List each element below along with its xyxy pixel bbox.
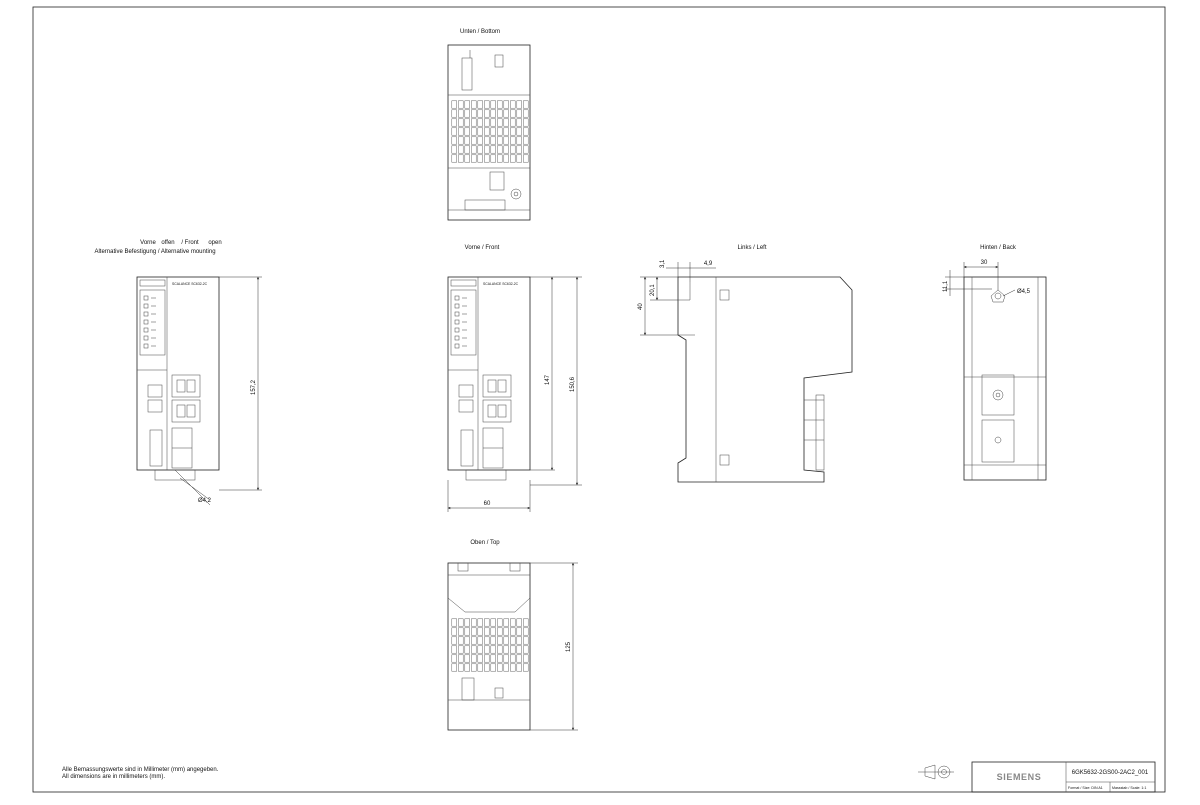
note-en: All dimensions are in millimeters (mm). (62, 774, 165, 780)
back-view: Hinten / Back 30 11,1 Ø4,5 (943, 245, 1047, 481)
back-housing (963, 276, 1047, 481)
top-view-title: Oben / Top (470, 540, 500, 546)
front-leds (454, 295, 467, 349)
bottom-vent-grid (451, 100, 529, 163)
left-dim-b: 4,9 (704, 261, 713, 267)
siemens-logo: SIEMENS (997, 772, 1042, 782)
bottom-view-title: Unten / Bottom (460, 29, 500, 35)
front-open-title-line1-d: open (208, 240, 221, 246)
left-dim-c: 20,1 (650, 284, 656, 296)
front-inner-height-dim: 147 (545, 374, 551, 385)
front-open-view: Vorne offen / Front open Alternative Bef… (94, 240, 262, 506)
front-open-title-line2: Alternative Befestigung / Alternative mo… (94, 249, 215, 255)
top-depth-dim: 125 (566, 641, 572, 652)
projection-symbol (918, 764, 954, 780)
front-view-title: Vorne / Front (465, 245, 500, 251)
left-view-title: Links / Left (737, 245, 766, 251)
front-housing (447, 276, 531, 471)
scale-label: Massstab / Scale: 1:1 (1112, 786, 1146, 790)
front-open-housing (136, 276, 220, 471)
front-width-dim: 60 (484, 501, 491, 507)
title-block: SIEMENS 6GK5632-2GS00-2AC2_001 Format / … (971, 761, 1156, 793)
front-open-hole-dim: Ø4,2 (198, 498, 212, 504)
note-de: Alle Bemassungswerte sind in Millimeter … (62, 767, 219, 773)
front-open-device-label: SCALANCE SC632-2C (172, 282, 208, 286)
bottom-view: Unten / Bottom (447, 29, 531, 221)
left-view: Links / Left 3,1 4,9 40 20,1 (638, 245, 853, 483)
top-view: Oben / Top 125 (447, 540, 578, 731)
back-mounting-hole (994, 292, 1002, 300)
front-open-leds (143, 295, 156, 349)
bottom-screw-hole (510, 188, 522, 200)
front-open-title-line1-a: Vorne (140, 240, 156, 246)
back-hole-dim: Ø4,5 (1017, 289, 1031, 295)
format-label: Format / Size: DIN A1 (1068, 786, 1103, 790)
back-view-title: Hinten / Back (980, 245, 1017, 251)
front-open-title-line1-c: / Front (181, 240, 199, 246)
top-vent-grid (451, 618, 529, 672)
back-offset-dim: 11,1 (943, 280, 949, 292)
front-device-label: SCALANCE SC632-2C (483, 282, 519, 286)
left-dim-d: 40 (638, 303, 644, 310)
left-dim-a: 3,1 (660, 259, 666, 268)
front-view: Vorne / Front SCALANCE SC632-2C 60 147 1… (447, 245, 582, 512)
drawing-number: 6GK5632-2GS00-2AC2_001 (1072, 770, 1149, 776)
sheet-frame (32, 6, 1166, 793)
front-open-height-dim: 157,2 (251, 379, 257, 395)
back-width-dim: 30 (981, 260, 988, 266)
front-outer-height-dim: 150,6 (570, 376, 576, 392)
front-open-title-line1-b: offen (161, 240, 174, 246)
left-side-profile (677, 276, 853, 483)
top-housing (447, 562, 531, 731)
